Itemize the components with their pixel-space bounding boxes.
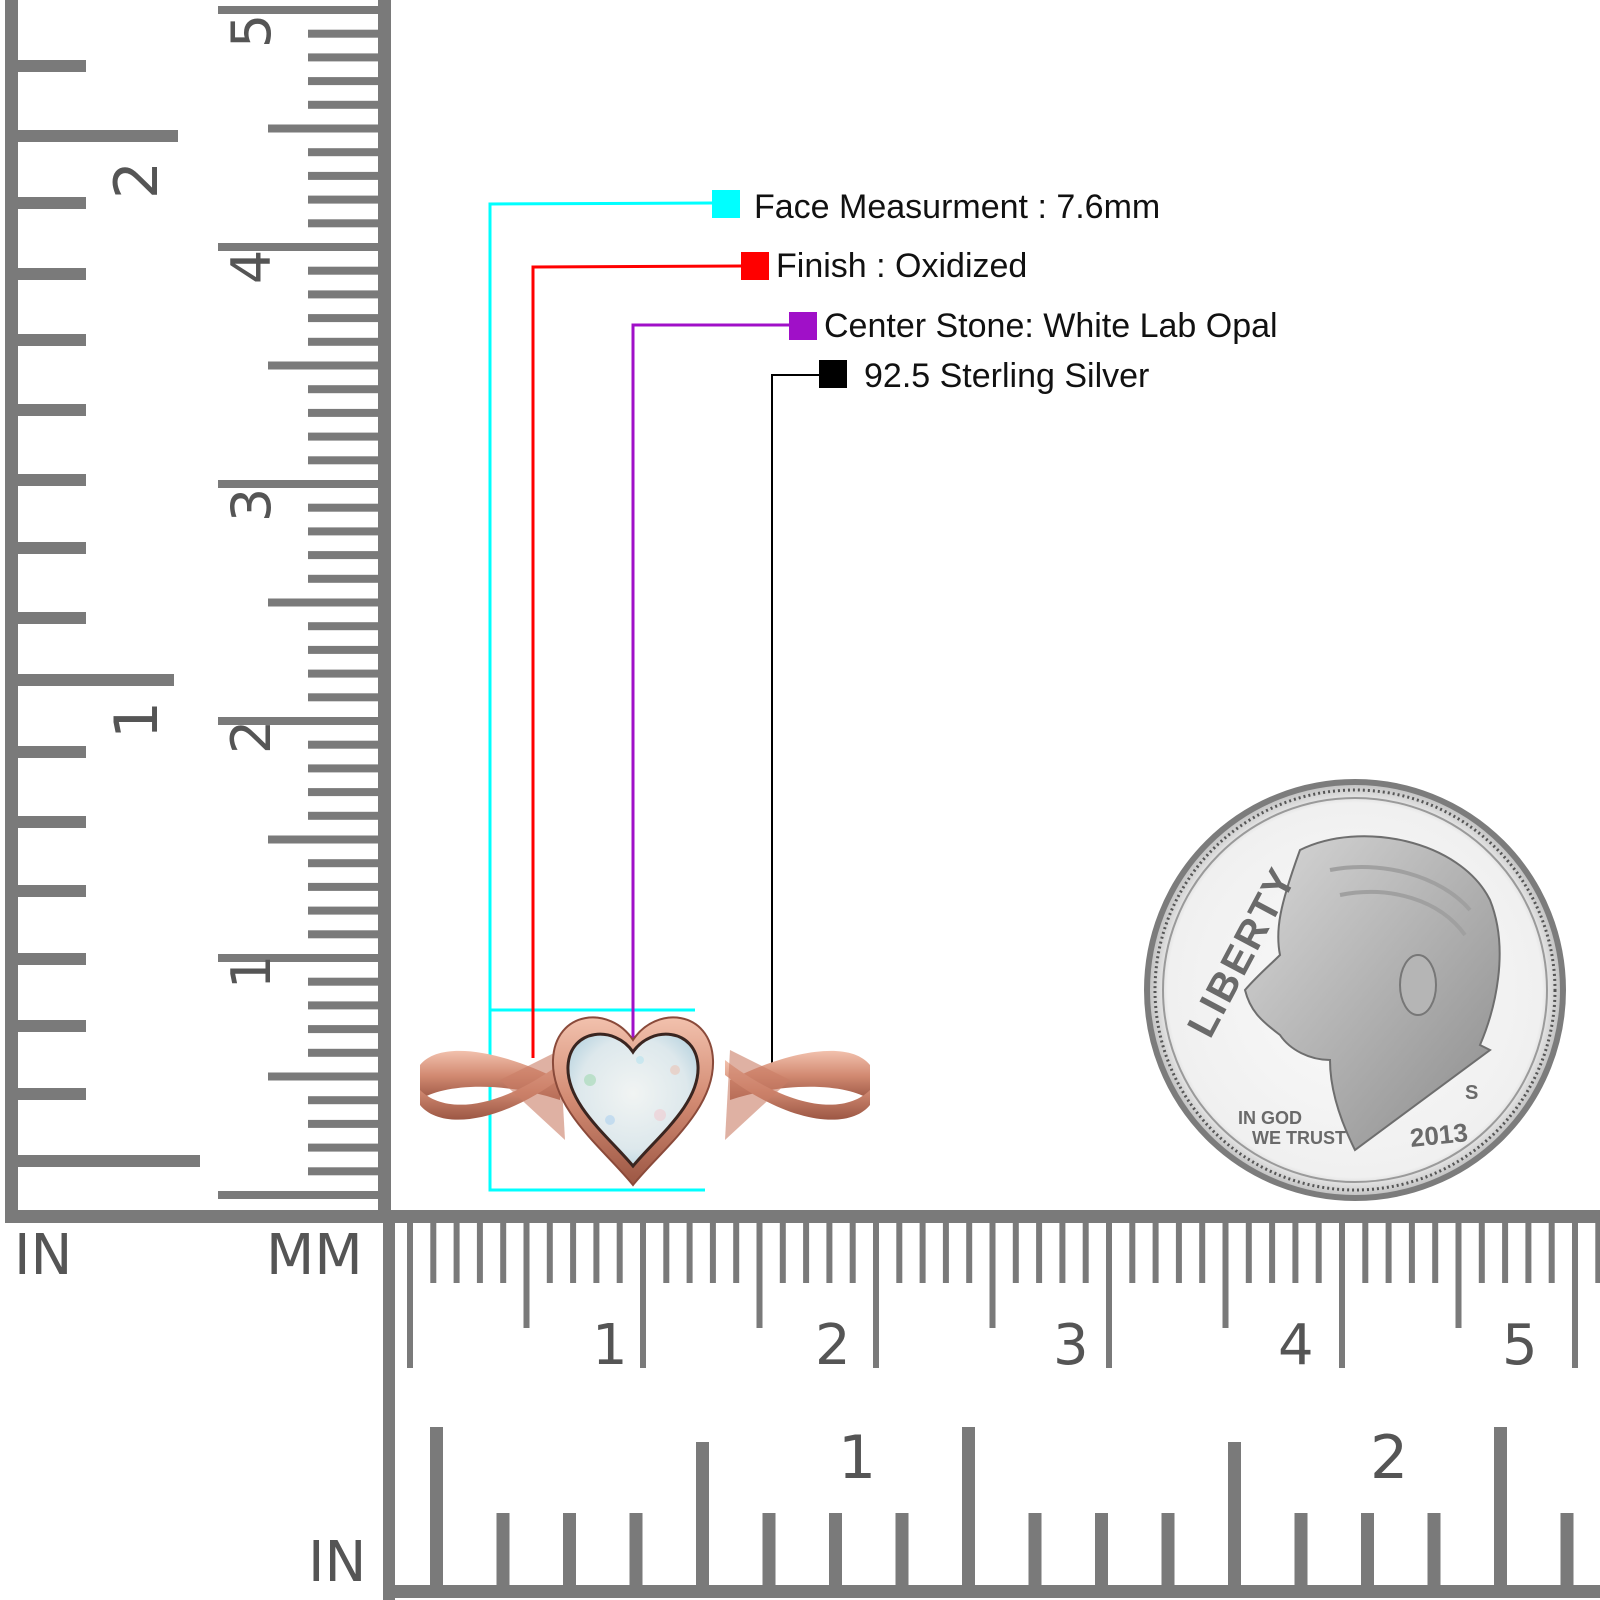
coin-year: 2013 xyxy=(1408,1117,1470,1153)
h-cm-number-4: 4 xyxy=(1278,1313,1314,1378)
face-measurement-swatch xyxy=(712,190,740,218)
h-inch-number-2: 2 xyxy=(1370,1423,1409,1493)
coin-mint-mark: S xyxy=(1465,1082,1479,1104)
center-stone-label: Center Stone: White Lab Opal xyxy=(824,307,1278,345)
metal-label: 92.5 Sterling Silver xyxy=(864,357,1150,395)
coin-motto-line2: WE TRUST xyxy=(1252,1128,1346,1148)
center-stone-swatch xyxy=(789,312,817,340)
h-cm-number-3: 3 xyxy=(1053,1313,1089,1378)
face-measurement-label: Face Measurment : 7.6mm xyxy=(754,188,1161,226)
coin-motto-line1: IN GOD xyxy=(1238,1108,1303,1128)
h-cm-number-1: 1 xyxy=(592,1313,628,1378)
finish-swatch xyxy=(741,252,769,280)
h-cm-number-2: 2 xyxy=(815,1313,851,1378)
ruler-inch-label-left: IN xyxy=(14,1223,73,1288)
ruler-inch-label-bottom: IN xyxy=(308,1530,367,1595)
metal-swatch xyxy=(819,360,847,388)
h-cm-number-5: 5 xyxy=(1502,1313,1538,1378)
finish-label: Finish : Oxidized xyxy=(776,247,1028,285)
h-inch-number-1: 1 xyxy=(838,1423,877,1493)
ruler-mm-label: MM xyxy=(266,1223,363,1288)
